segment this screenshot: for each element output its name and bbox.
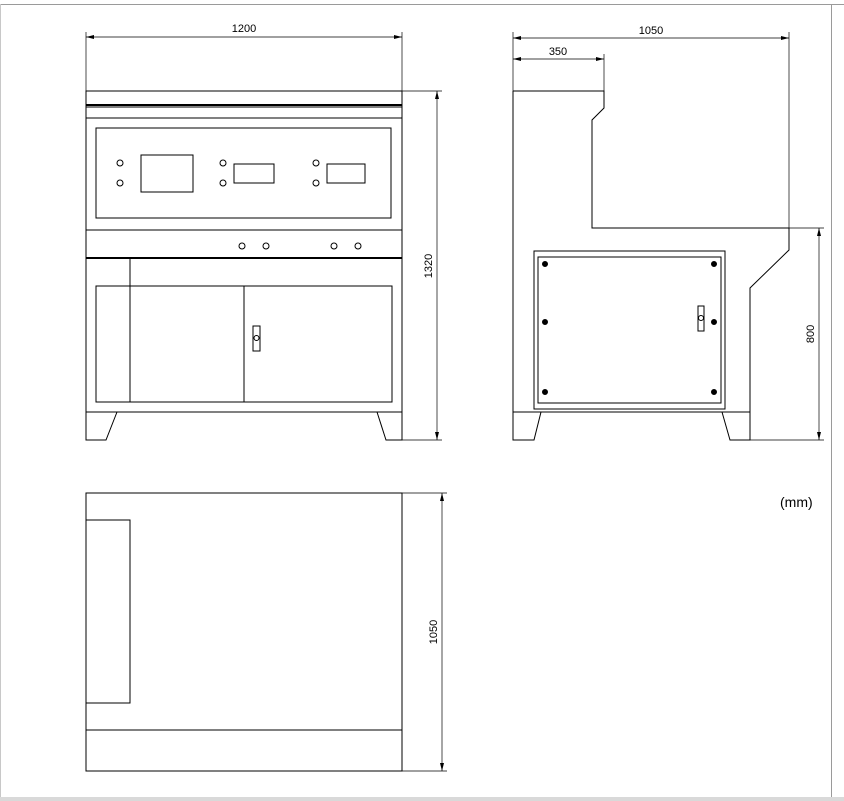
display-screen — [140, 154, 194, 193]
top-outline — [85, 492, 403, 772]
front-foot-right — [376, 411, 403, 441]
panel-screw — [711, 261, 717, 267]
door-handle — [252, 325, 261, 352]
indicator-light — [219, 179, 227, 187]
cabinet-door-right — [243, 285, 393, 403]
indicator-light — [116, 179, 124, 187]
side-lock — [698, 315, 704, 321]
button-knob — [262, 242, 270, 250]
page-frame-right — [831, 4, 832, 797]
panel-screw — [542, 261, 548, 267]
dim-side-step: 350 — [549, 46, 567, 58]
control-panel — [95, 127, 392, 219]
button-knob — [330, 242, 338, 250]
top-dimensions — [402, 492, 447, 772]
top-view — [85, 492, 403, 772]
indicator-light — [312, 159, 320, 167]
side-foot-front — [512, 411, 542, 441]
panel-screw — [711, 319, 717, 325]
panel-screw — [542, 389, 548, 395]
side-handle — [697, 305, 705, 332]
indicator-light — [116, 159, 124, 167]
top-protrusion — [85, 519, 131, 704]
side-panel-frame — [533, 250, 726, 410]
dim-side-lower-height: 800 — [805, 325, 817, 343]
button-knob — [238, 242, 246, 250]
unit-label: (mm) — [780, 494, 813, 510]
door-lock — [253, 335, 260, 341]
panel-screw — [711, 389, 717, 395]
button-knob — [354, 242, 362, 250]
dim-front-width: 1200 — [232, 23, 256, 35]
front-dimensions — [85, 32, 442, 441]
page-frame-bottom — [0, 797, 844, 801]
indicator-light — [219, 159, 227, 167]
page-frame-top — [0, 4, 844, 5]
side-foot-rear — [721, 411, 751, 441]
indicator-light — [312, 179, 320, 187]
dim-top-depth: 1050 — [428, 620, 440, 644]
dim-front-height: 1320 — [423, 254, 435, 278]
digital-meter-1 — [233, 163, 275, 184]
side-dimensions — [512, 32, 824, 441]
panel-screw — [542, 319, 548, 325]
side-view — [512, 90, 790, 441]
digital-meter-2 — [326, 163, 366, 184]
side-access-panel — [537, 256, 722, 404]
front-foot-left — [85, 411, 118, 441]
page-frame-left — [0, 4, 1, 797]
cabinet-door-left — [95, 285, 245, 403]
front-view — [85, 90, 403, 441]
dim-side-width: 1050 — [639, 25, 663, 37]
